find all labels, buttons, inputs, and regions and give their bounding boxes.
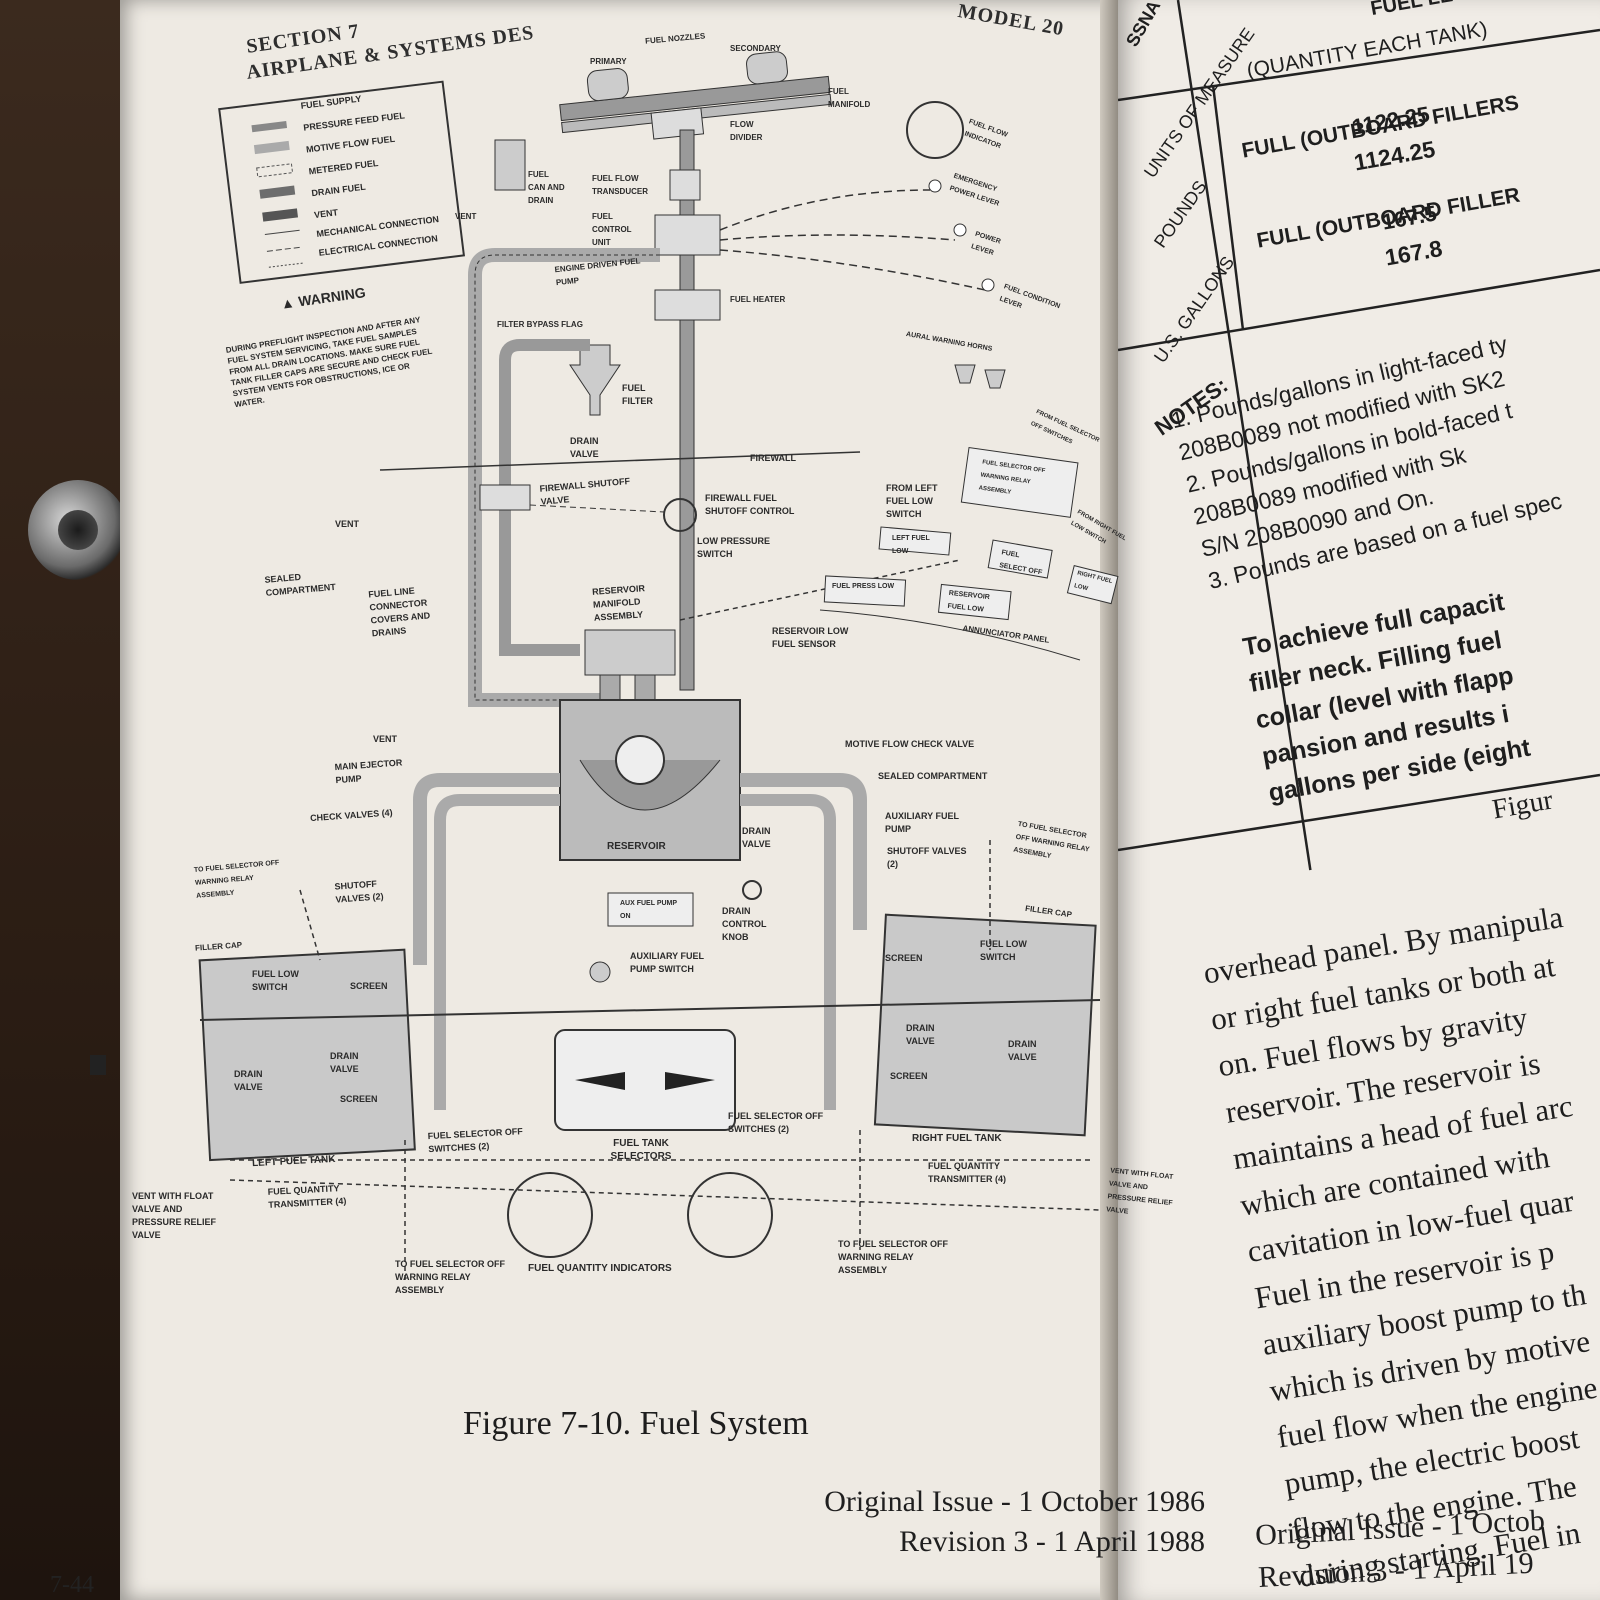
- binder-rivet: [28, 480, 128, 580]
- label-firewall: FIREWALL: [750, 453, 796, 463]
- label-to-relay-left: TO FUEL SELECTOR OFF WARNING RELAY ASSEM…: [193, 859, 280, 900]
- label-fuel-quantity-indicators: FUEL QUANTITY INDICATORS: [528, 1263, 672, 1274]
- label-fuel-can: FUEL CAN AND DRAIN: [528, 170, 565, 205]
- label-motive-flow-check-valve: MOTIVE FLOW CHECK VALVE: [845, 739, 975, 749]
- label-from-left-fuel-low-switch: FROM LEFT FUEL LOW SWITCH: [886, 483, 938, 519]
- reservoir-body: [559, 699, 741, 861]
- warning-triangle-icon: ▲: [279, 294, 296, 312]
- label-right-fuel-tank: RIGHT FUEL TANK: [912, 1133, 1002, 1144]
- fuel-heater: [654, 289, 721, 321]
- fuel-capacity-table: [1118, 0, 1600, 871]
- left-fuel-tank-shape: [198, 948, 416, 1162]
- label-vent-top: VENT: [455, 212, 477, 221]
- label-drain-valve-left-outer: DRAIN VALVE: [234, 1069, 263, 1092]
- label-drain-valve-right-outer: DRAIN VALVE: [1008, 1039, 1037, 1062]
- fuel-flow-indicator: [906, 101, 964, 159]
- fuel-manifold: [559, 51, 832, 140]
- label-fuel-quantity-transmitter-right: FUEL QUANTITY TRANSMITTER (4): [928, 1161, 1006, 1184]
- label-primary: PRIMARY: [590, 57, 627, 66]
- label-vent-lower: VENT: [373, 734, 398, 744]
- label-drain-valve-reservoir: DRAIN VALVE: [742, 826, 771, 849]
- figure-caption: Figure 7-10. Fuel System: [463, 1405, 809, 1442]
- label-shutoff-valves-left: SHUTOFF VALVES (2): [334, 878, 384, 905]
- label-reservoir-manifold: RESERVOIR MANIFOLD ASSEMBLY: [591, 583, 646, 623]
- label-flow-transducer: FUEL FLOW TRANSDUCER: [592, 174, 648, 196]
- fuel-system-diagram: [90, 51, 1119, 1280]
- right-fuel-tank-shape: [873, 913, 1097, 1137]
- label-fuel-manifold: FUEL MANIFOLD: [828, 87, 871, 109]
- label-to-relay-bottom-right: TO FUEL SELECTOR OFF WARNING RELAY ASSEM…: [838, 1239, 949, 1275]
- label-fuel-low-switch-right: FUEL LOW SWITCH: [980, 939, 1027, 962]
- label-fuel-selector-off-switches-right: FUEL SELECTOR OFF SWITCHES (2): [728, 1111, 824, 1134]
- annunciator-left-fuel-low: LEFT FUEL LOW: [892, 535, 930, 555]
- footer-revision: Revision 3 - 1 April 1988: [899, 1525, 1205, 1558]
- label-fuel-heater: FUEL HEATER: [730, 295, 786, 304]
- label-fuel-line-connector: FUEL LINE CONNECTOR COVERS AND DRAINS: [367, 585, 431, 639]
- label-shutoff-valves-right: SHUTOFF VALVES (2): [887, 846, 967, 869]
- label-low-pressure-switch: LOW PRESSURE SWITCH: [697, 536, 771, 559]
- label-drain-control-knob: DRAIN CONTROL KNOB: [722, 906, 767, 942]
- label-drain-valve-filter: DRAIN VALVE: [570, 436, 599, 459]
- label-auxiliary-fuel-pump: AUXILIARY FUEL PUMP: [885, 811, 959, 834]
- page-number: 7-44: [50, 1572, 94, 1598]
- label-to-relay-bottom-left: TO FUEL SELECTOR OFF WARNING RELAY ASSEM…: [395, 1259, 506, 1295]
- label-fuel-tank-selectors: FUEL TANK SELECTORS: [610, 1138, 672, 1162]
- label-screen-right-top: SCREEN: [885, 953, 923, 963]
- flow-transducer: [669, 169, 701, 201]
- label-screen-left-bottom: SCREEN: [340, 1094, 378, 1104]
- right-page: [1118, 0, 1600, 1600]
- fuel-control-unit: [654, 214, 721, 256]
- label-screen-right-bottom: SCREEN: [890, 1071, 928, 1081]
- label-drain-valve-left-inner: DRAIN VALVE: [330, 1051, 359, 1074]
- label-aux-fuel-pump-switch: AUXILIARY FUEL PUMP SWITCH: [630, 951, 704, 974]
- label-fuel-control-unit: FUEL CONTROL UNIT: [592, 212, 632, 247]
- label-filter-bypass-flag: FILTER BYPASS FLAG: [497, 320, 583, 329]
- label-drain-valve-right-inner: DRAIN VALVE: [906, 1023, 935, 1046]
- label-fuel-filter: FUEL FILTER: [622, 383, 653, 406]
- label-fuel-low-switch-left: FUEL LOW SWITCH: [252, 969, 299, 992]
- annunciator-fuel-press-low: FUEL PRESS LOW: [832, 583, 895, 590]
- label-firewall-fuel-shutoff-control: FIREWALL FUEL SHUTOFF CONTROL: [705, 493, 795, 516]
- label-screen-left-top: SCREEN: [350, 981, 388, 991]
- label-secondary: SECONDARY: [730, 44, 781, 53]
- label-vent-float-right: VENT WITH FLOAT VALVE AND PRESSURE RELIE…: [1105, 1167, 1174, 1216]
- label-sealed-compartment-lower: SEALED COMPARTMENT: [878, 771, 988, 781]
- fuel-can: [494, 139, 526, 191]
- footer-original-issue: Original Issue - 1 October 1986: [824, 1485, 1205, 1518]
- label-reservoir-low-fuel-sensor: RESERVOIR LOW FUEL SENSOR: [772, 626, 849, 649]
- aux-fuel-pump-on-light: AUX FUEL PUMP ON: [620, 900, 677, 920]
- label-reservoir: RESERVOIR: [607, 841, 666, 852]
- label-vent-mid: VENT: [335, 519, 360, 529]
- label-vent-float-left: VENT WITH FLOAT VALVE AND PRESSURE RELIE…: [132, 1191, 217, 1240]
- legend-box: [218, 80, 466, 284]
- label-flow-divider: FLOW DIVIDER: [730, 120, 763, 142]
